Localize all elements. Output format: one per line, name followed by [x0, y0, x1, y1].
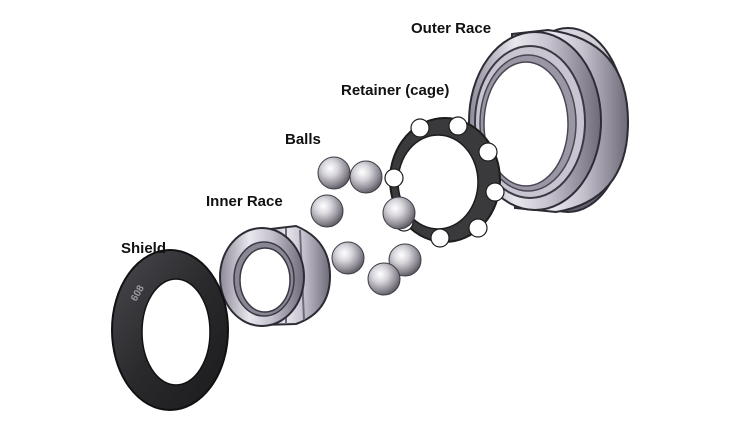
label-retainer: Retainer (cage): [341, 82, 450, 99]
ball: [382, 196, 416, 230]
label-inner-race: Inner Race: [206, 193, 283, 210]
ball: [317, 156, 351, 190]
ball: [310, 194, 344, 228]
inner-race: [219, 224, 332, 327]
ball: [367, 262, 401, 296]
label-shield: Shield: [121, 240, 167, 257]
ball: [331, 241, 365, 275]
balls: [310, 156, 422, 296]
label-outer-race: Outer Race: [411, 20, 492, 37]
ball: [349, 160, 383, 194]
outer-race: [468, 27, 630, 214]
shield: 608: [111, 249, 229, 411]
retainer-cage: [384, 116, 505, 248]
label-balls: Balls: [285, 131, 321, 148]
ball: [388, 243, 422, 277]
